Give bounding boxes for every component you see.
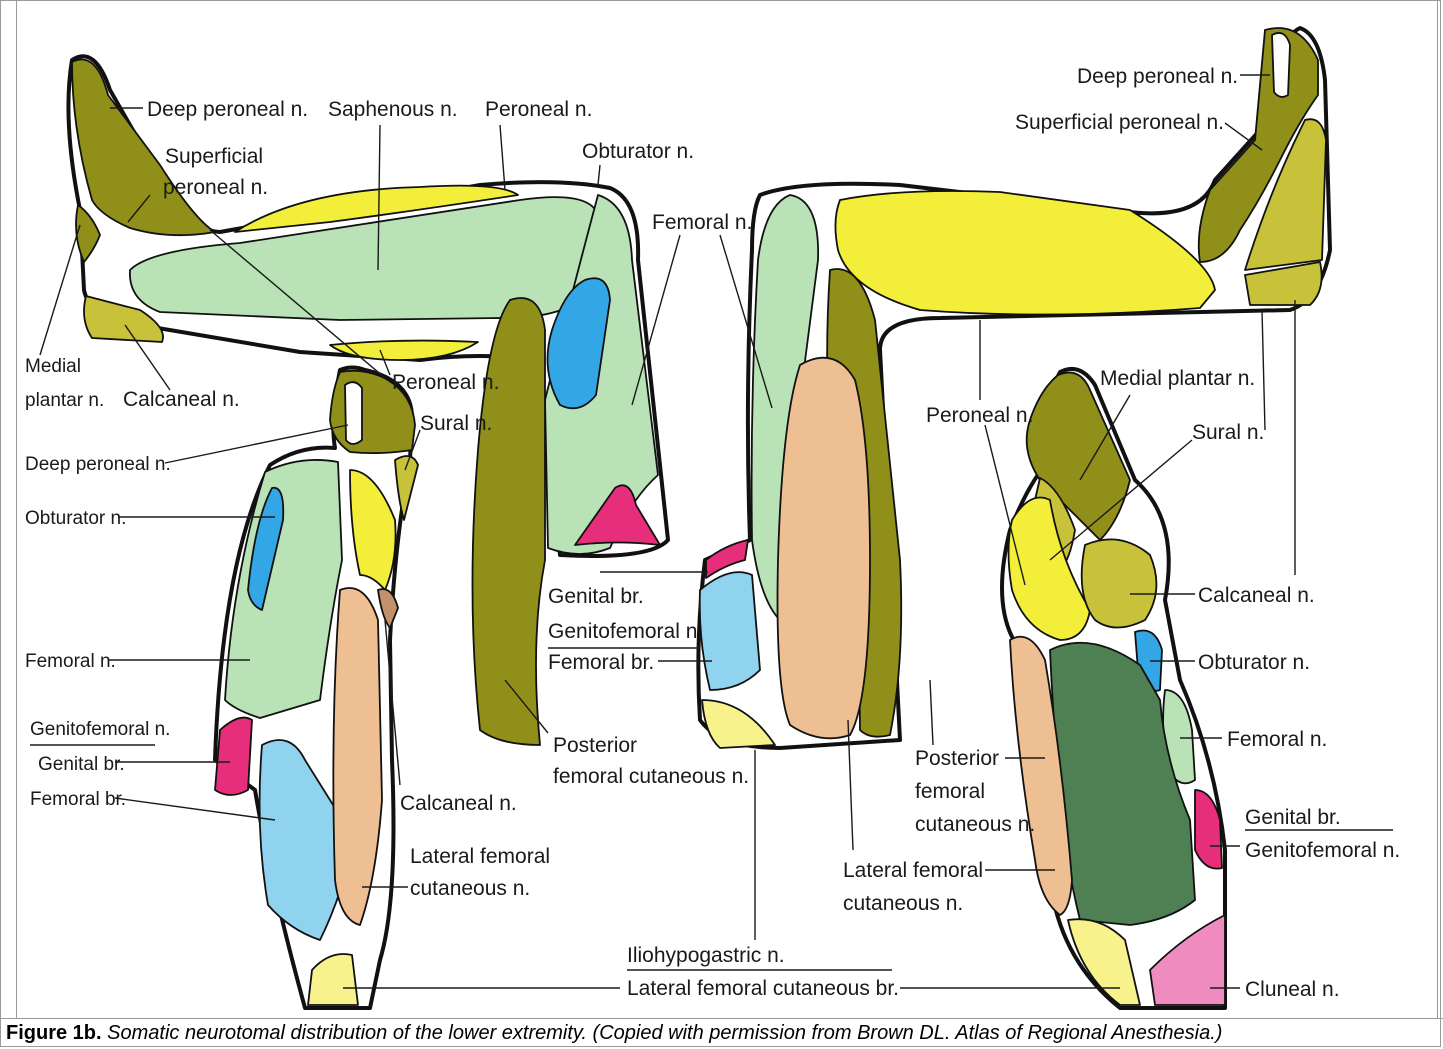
label-superficial-2: peroneal n. [163, 176, 268, 199]
label-posterior-r3: cutaneous n. [915, 813, 1035, 836]
label-obturator-r: Obturator n. [1198, 651, 1310, 674]
frame-right-rule [1437, 0, 1438, 1018]
bottom-right-leg [1002, 369, 1225, 1008]
label-posterior-r1: Posterior [915, 747, 999, 770]
bl-deep-peroneal-white [345, 382, 362, 444]
label-femoral-r: Femoral n. [1227, 728, 1327, 751]
label-medial-plantar-l1: Medial [25, 356, 81, 377]
label-saphenous: Saphenous n. [328, 98, 458, 121]
label-peroneal-mid: Peroneal n. [392, 371, 499, 394]
neurotome-diagram: Deep peroneal n. Saphenous n. Peroneal n… [17, 2, 1437, 1018]
label-deep-peroneal-l: Deep peroneal n. [25, 454, 171, 475]
label-peroneal-r: Peroneal n. [926, 404, 1033, 427]
label-lateral-fem-r2: cutaneous n. [843, 892, 963, 915]
label-deep-peroneal-tl: Deep peroneal n. [147, 98, 308, 121]
label-posterior-c2: femoral cutaneous n. [553, 765, 749, 788]
label-obturator-l: Obturator n. [25, 508, 126, 529]
bl-genital-magenta [215, 718, 252, 795]
c-lateral-fem-peach [778, 358, 871, 739]
label-medial-plantar-l2: plantar n. [25, 390, 104, 411]
label-genitofemoral-c: Genitofemoral n. [548, 620, 703, 643]
label-sural-r: Sural n. [1192, 421, 1264, 444]
label-iliohypogastric: Iliohypogastric n. [627, 944, 785, 967]
label-sural-l: Sural n. [420, 412, 492, 435]
label-genitofemoral-r: Genitofemoral n. [1245, 839, 1400, 862]
label-posterior-c1: Posterior [553, 734, 637, 757]
caption-label: Figure 1b. [6, 1022, 102, 1044]
label-peroneal-top: Peroneal n. [485, 98, 592, 121]
label-posterior-r2: femoral [915, 780, 985, 803]
figure-caption: Figure 1b. Somatic neurotomal distributi… [0, 1018, 1443, 1049]
label-cluneal-r: Cluneal n. [1245, 978, 1340, 1001]
label-superficial-peroneal-r: Superficial peroneal n. [1015, 111, 1224, 134]
label-femoral-br-c: Femoral br. [548, 651, 654, 674]
label-medial-plantar-r: Medial plantar n. [1100, 367, 1255, 390]
label-superficial-1: Superficial [165, 145, 263, 168]
label-genital-br-c: Genital br. [548, 585, 644, 608]
tl-posterior-olive [472, 298, 545, 745]
label-femoral-l: Femoral n. [25, 651, 116, 672]
label-lateral-fem-l1: Lateral femoral [410, 845, 550, 868]
label-genitofemoral-l: Genitofemoral n. [30, 719, 170, 740]
label-lateral-fem-l2: cutaneous n. [410, 877, 530, 900]
label-genital-br-r: Genital br. [1245, 806, 1341, 829]
label-calcaneal-r: Calcaneal n. [1198, 584, 1315, 607]
label-calcaneal-bl: Calcaneal n. [400, 792, 517, 815]
label-lateral-fem-cut-br: Lateral femoral cutaneous br. [627, 977, 899, 1000]
label-lateral-fem-r1: Lateral femoral [843, 859, 983, 882]
label-femoral-br-l: Femoral br. [30, 789, 126, 810]
label-deep-peroneal-tr: Deep peroneal n. [1077, 65, 1238, 88]
label-genital-br-l: Genital br. [38, 754, 125, 775]
tr-deep-peroneal-white [1272, 33, 1290, 97]
br-calcaneal-hatch [1082, 539, 1157, 627]
label-femoral-top: Femoral n. [652, 211, 752, 234]
c-femoral-br-lightblue [700, 572, 760, 690]
caption-text: Somatic neurotomal distribution of the l… [107, 1022, 1222, 1044]
label-obturator-top: Obturator n. [582, 140, 694, 163]
tr-yellow-peroneal [835, 191, 1215, 315]
bottom-left-leg [215, 368, 418, 1009]
label-calcaneal-l: Calcaneal n. [123, 388, 240, 411]
